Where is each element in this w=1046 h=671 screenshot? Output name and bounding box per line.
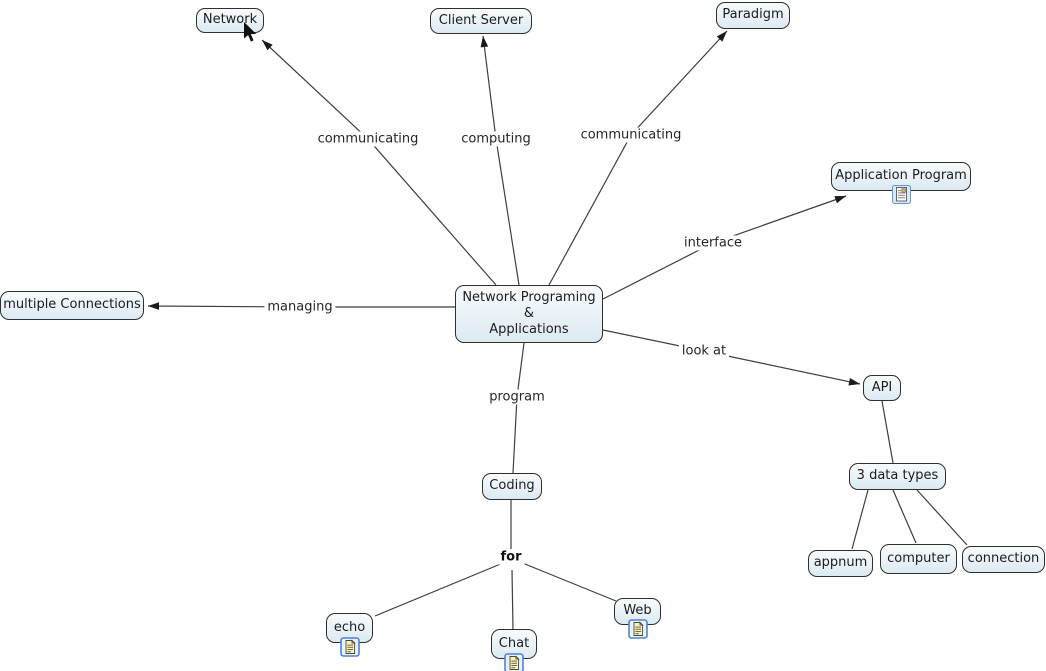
edge-three-data-types-to-appnum[interactable] (851, 489, 869, 550)
link-label-program[interactable]: program (486, 389, 548, 405)
link-label-computing[interactable]: computing (458, 131, 534, 147)
link-label-managing[interactable]: managing (264, 299, 336, 315)
edge-api-to-three-data-types[interactable] (881, 400, 894, 464)
arrowhead-icon-center-to-application-program (834, 196, 846, 204)
arrowhead-icon-center-to-network (262, 40, 273, 51)
concept-node-api[interactable]: API (863, 375, 901, 401)
concept-node-coding[interactable]: Coding (482, 473, 542, 500)
concept-node-echo[interactable]: echo (326, 613, 373, 643)
edge-center-to-network[interactable] (261, 39, 497, 286)
concept-node-appnum[interactable]: appnum (808, 550, 873, 577)
edge-center-to-api[interactable] (602, 329, 861, 385)
link-label-interface[interactable]: interface (681, 235, 745, 251)
edge-for-to-chat[interactable] (511, 569, 514, 630)
edge-three-data-types-to-computer[interactable] (892, 489, 917, 544)
arrowhead-icon-center-to-api (848, 378, 860, 386)
concept-node-computer[interactable]: computer (880, 544, 957, 574)
edge-for-to-echo[interactable] (374, 562, 504, 617)
text-document-icon[interactable] (504, 653, 524, 671)
edge-center-to-coding[interactable] (512, 342, 525, 474)
link-label-communicating-network[interactable]: communicating (314, 131, 422, 147)
concept-node-center[interactable]: Network Programing & Applications (455, 285, 603, 343)
concept-node-three-data-types[interactable]: 3 data types (849, 463, 946, 490)
concept-node-network[interactable]: Network (196, 8, 264, 33)
link-label-communicating-paradigm[interactable]: communicating (577, 127, 685, 143)
mouse-cursor-icon (244, 22, 257, 42)
text-document-icon[interactable] (339, 637, 360, 657)
arrowhead-icon-center-to-paradigm (716, 31, 727, 42)
link-label-for[interactable]: for (497, 549, 525, 565)
concept-node-connection[interactable]: connection (962, 546, 1045, 573)
text-document-icon[interactable] (627, 619, 648, 639)
edge-three-data-types-to-connection[interactable] (916, 489, 968, 546)
link-label-look-at[interactable]: look at (678, 343, 730, 359)
arrowhead-icon-center-to-client-server (480, 36, 489, 48)
arrowhead-icon-center-to-multiple-connections (148, 302, 160, 310)
document-image-icon[interactable] (891, 185, 911, 204)
concept-node-multiple-connections[interactable]: multiple Connections (0, 291, 144, 320)
concept-node-application-program[interactable]: Application Program (831, 162, 971, 191)
concept-node-client-server[interactable]: Client Server (430, 8, 532, 34)
concept-node-paradigm[interactable]: Paradigm (716, 2, 790, 29)
edge-center-to-client-server[interactable] (482, 35, 520, 286)
edge-for-to-web[interactable] (519, 561, 617, 602)
